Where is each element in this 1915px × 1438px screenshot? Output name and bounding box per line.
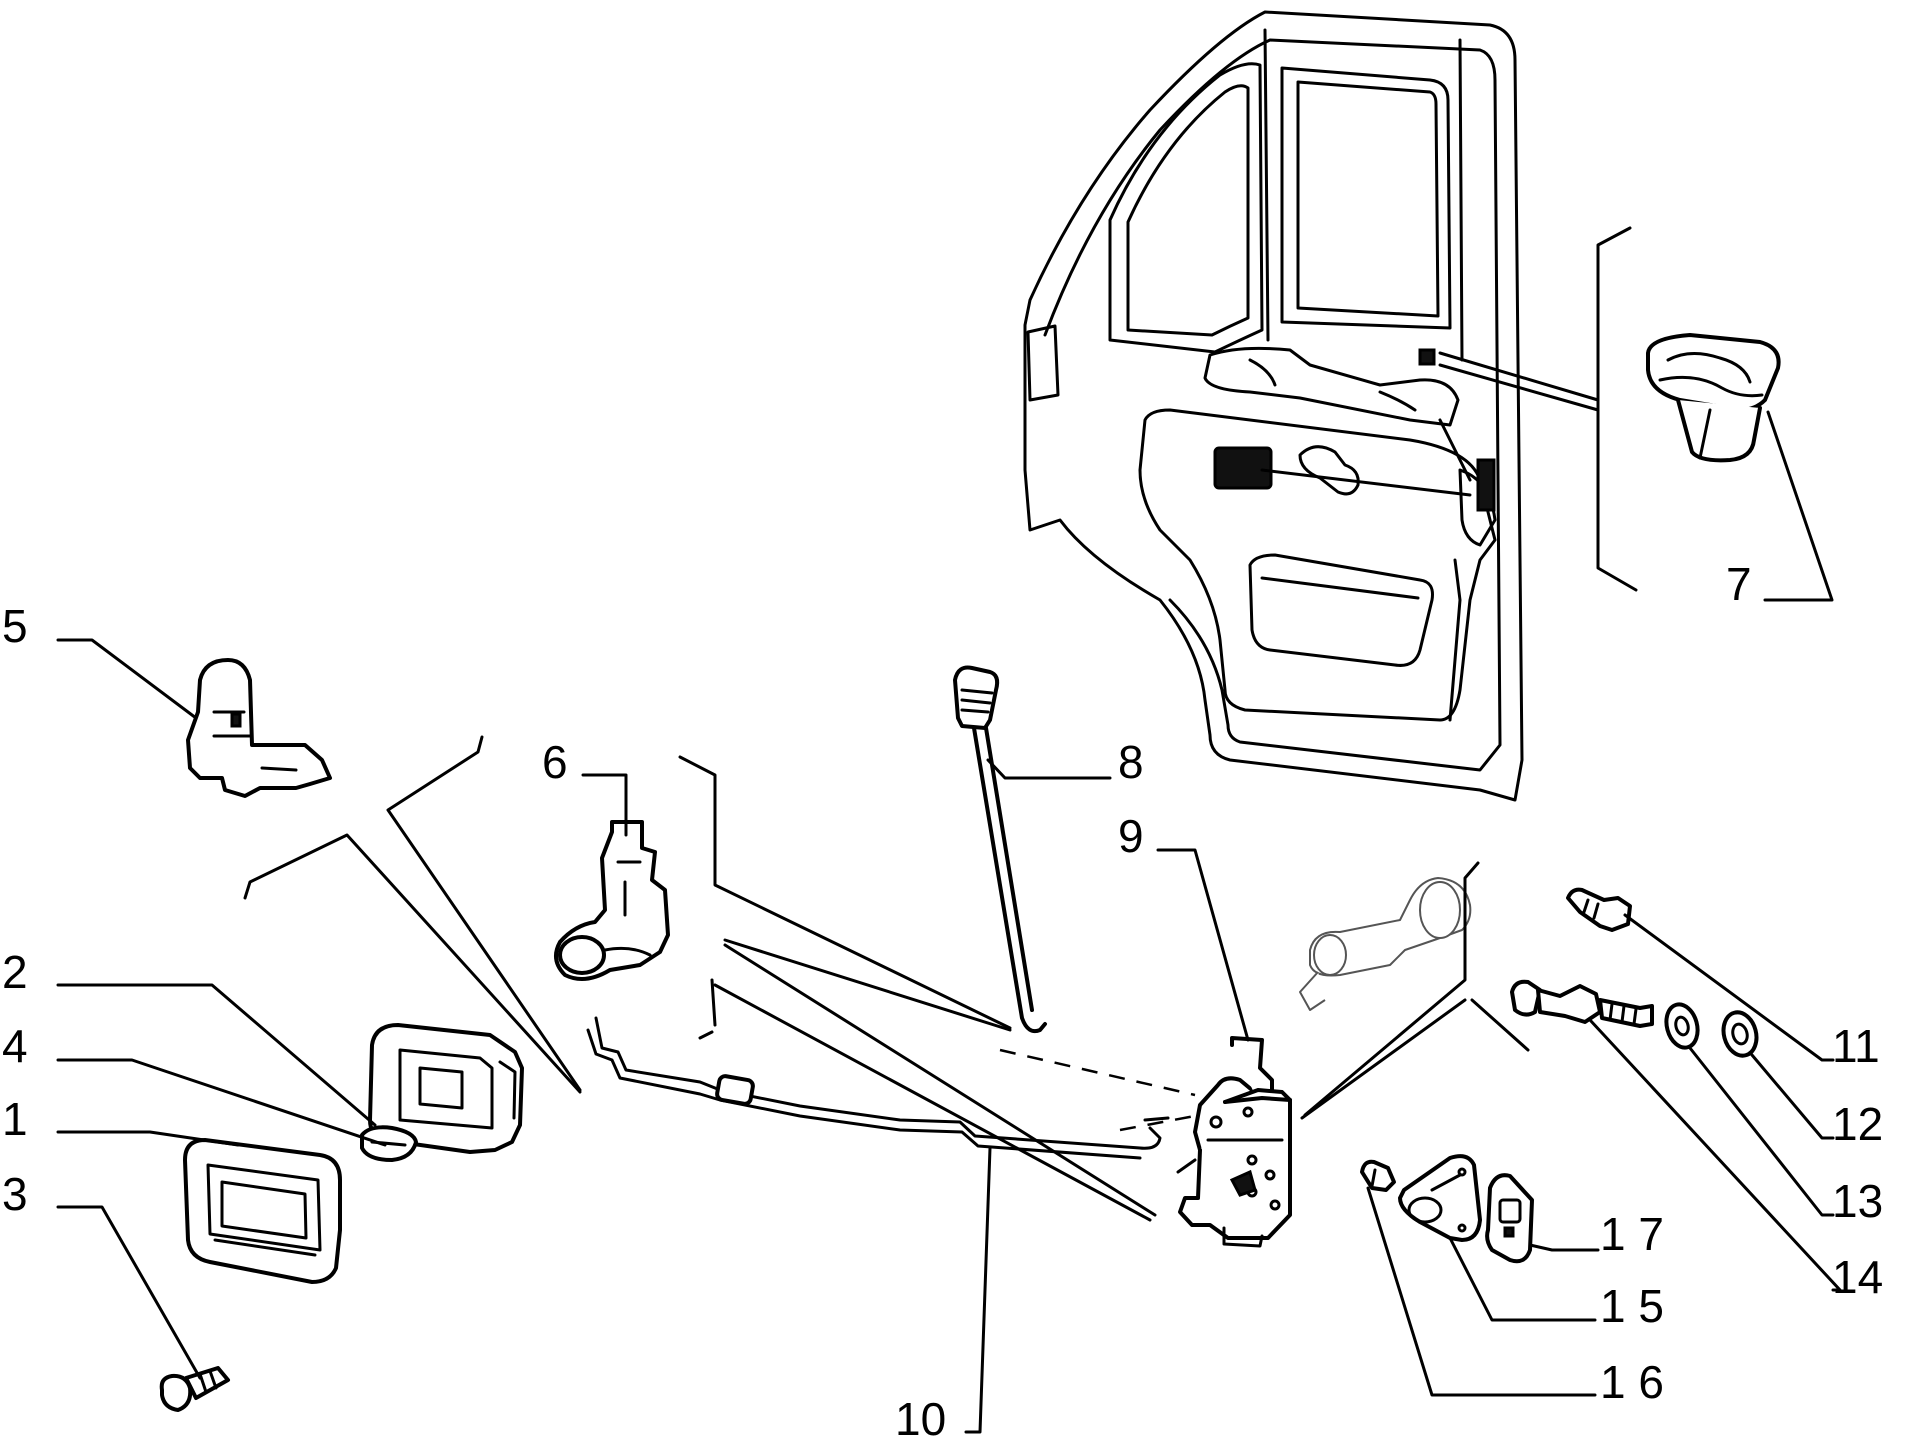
callout-3: 3	[2, 1168, 28, 1220]
callout-16: 1 6	[1600, 1356, 1664, 1408]
part-3-screw	[159, 1366, 230, 1412]
callout-2: 2	[2, 946, 28, 998]
part-1-handle-housing	[183, 1138, 342, 1284]
leader-14	[1588, 1018, 1842, 1292]
bracket-7	[1438, 226, 1638, 592]
callout-11: 11	[1832, 1020, 1880, 1072]
connector-dashed-lever	[1119, 1113, 1201, 1132]
bracket-10	[243, 735, 582, 1094]
bracket-11-14	[1300, 861, 1530, 1120]
leader-13	[1688, 1046, 1835, 1217]
callout-9: 9	[1118, 810, 1144, 862]
part-10-release-rod	[586, 1016, 1162, 1160]
callout-labels: 5 2 4 1 3 6 8 9 7 10 11 12 13 14 1 5 1 6…	[2, 558, 1883, 1438]
callout-14: 14	[1832, 1251, 1883, 1303]
leader-lines	[56, 410, 1842, 1434]
leader-7	[1763, 410, 1834, 602]
callout-13: 13	[1832, 1175, 1883, 1227]
leader-6	[581, 773, 628, 837]
leader-1	[56, 1130, 240, 1147]
leader-17	[1528, 1243, 1600, 1252]
part-6-lock-lever	[554, 820, 670, 981]
leader-12	[1750, 1053, 1835, 1140]
callout-15: 1 5	[1600, 1280, 1664, 1332]
part-2-outer-handle	[368, 1023, 524, 1154]
leader-10	[964, 1146, 992, 1434]
part-9-door-lock	[1143, 1036, 1292, 1248]
part-7-door-grommet	[1646, 333, 1781, 463]
leader-2	[56, 983, 377, 1127]
part-15-striker	[1398, 1154, 1482, 1242]
leader-9	[1156, 848, 1250, 1042]
callout-6: 6	[542, 736, 568, 788]
callout-4: 4	[2, 1020, 28, 1072]
leader-11	[1623, 913, 1835, 1062]
callout-8: 8	[1118, 736, 1144, 788]
callout-7: 7	[1726, 558, 1752, 610]
part-8-lock-rod	[953, 665, 1047, 1034]
leader-8	[986, 758, 1112, 780]
part-12-washer	[1721, 1010, 1759, 1058]
part-17-shim	[1485, 1173, 1534, 1264]
callout-17: 1 7	[1600, 1208, 1664, 1260]
lock-cylinder-ghost	[1299, 877, 1472, 1011]
leader-3	[56, 1205, 202, 1380]
leader-5	[56, 638, 198, 720]
part-14-lock-cylinder-bolt	[1510, 979, 1654, 1028]
part-13-washer	[1664, 1002, 1700, 1050]
leader-15	[1448, 1236, 1597, 1322]
part-5-bracket	[186, 658, 332, 798]
leader-4	[56, 1058, 387, 1147]
part-11-bolt	[1566, 887, 1632, 932]
callout-1: 1	[2, 1093, 28, 1145]
connector-dashed-rod	[999, 1048, 1196, 1097]
part-16-small-screw	[1360, 1159, 1396, 1192]
door-panel	[1023, 10, 1524, 802]
bracket-6	[678, 755, 1157, 1222]
callout-10: 10	[895, 1393, 946, 1438]
leader-16	[1366, 1186, 1597, 1397]
part-4-clip	[360, 1125, 418, 1162]
callout-5: 5	[2, 600, 28, 652]
callout-12: 12	[1832, 1098, 1883, 1150]
